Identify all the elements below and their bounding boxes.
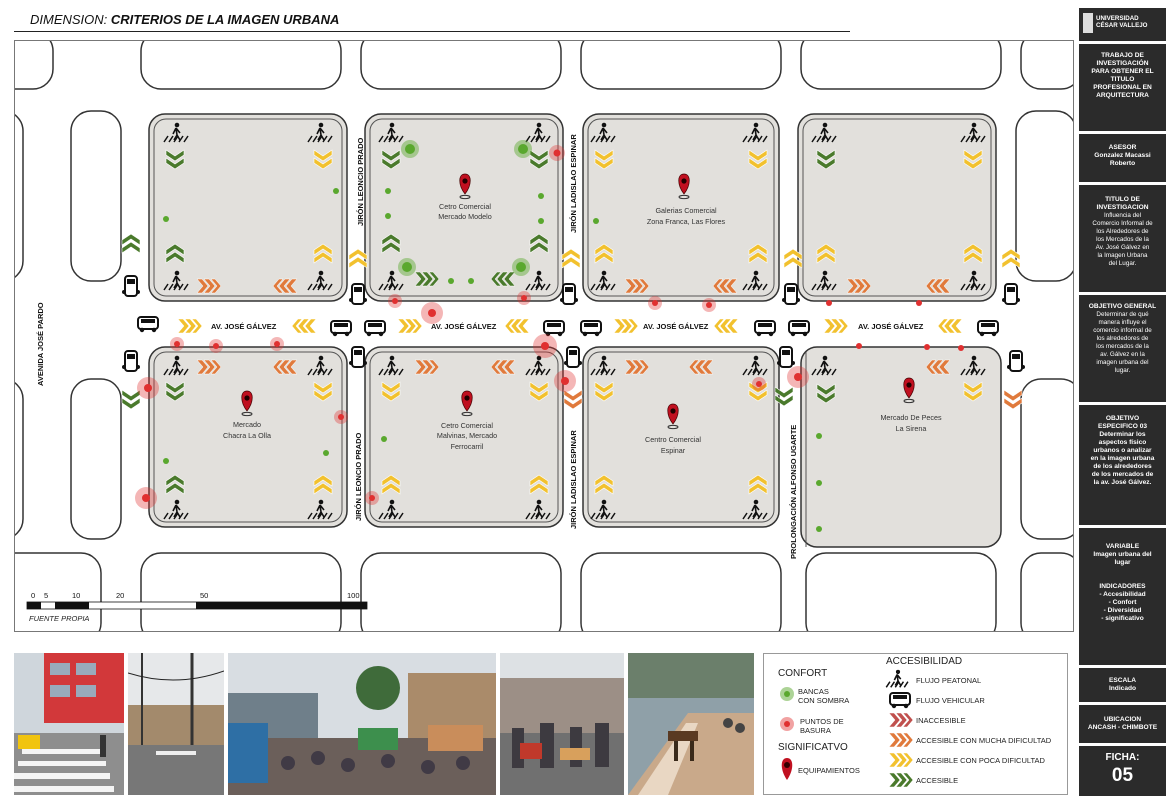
market-label: Galerias Comercial xyxy=(655,206,717,215)
map-pin-icon xyxy=(781,758,793,780)
legend-equip-label: EQUIPAMIENTOS xyxy=(798,766,860,775)
street-photo xyxy=(500,653,624,795)
title-prefix: DIMENSION: xyxy=(30,12,111,27)
scale-bar: 0 5 10 20 50 100 FUENTE PROPIA xyxy=(26,591,368,623)
legend-much-label: ACCESIBLE CON MUCHA DIFICULTAD xyxy=(916,736,1052,745)
scale-tick: 100 xyxy=(347,591,360,600)
bench-icon xyxy=(780,687,794,701)
market-label: Mercado De Peces xyxy=(880,413,942,422)
street-label-ugarte: PROLONGACIÓN ALFONSO UGARTE xyxy=(789,425,798,559)
market-label: Centro Comercial xyxy=(645,435,701,444)
legend-inacc-label: INACCESIBLE xyxy=(916,716,966,725)
street-photo xyxy=(128,653,224,795)
chevron-much-difficulty-icon xyxy=(888,732,914,748)
street-label-galvez: AV. JOSÉ GÁLVEZ xyxy=(211,322,277,331)
scale-tick: 5 xyxy=(44,591,48,600)
market-label: Cetro Comercial xyxy=(439,202,491,211)
scale-tick: 20 xyxy=(116,591,124,600)
market-label: Chacra La Olla xyxy=(223,431,271,440)
market-label: Ferrocarril xyxy=(451,442,484,451)
street-label-galvez: AV. JOSÉ GÁLVEZ xyxy=(643,322,709,331)
street-labels: AV. JOSÉ GÁLVEZ AV. JOSÉ GÁLVEZ AV. JOSÉ… xyxy=(36,134,924,559)
market-label: Espinar xyxy=(661,446,686,455)
street-label-espinar: JIRÓN LADISLAO ESPINAR xyxy=(569,430,578,529)
legend-veh-label: FLUJO VEHICULAR xyxy=(916,696,985,705)
legend-access-title: ACCESIBILIDAD xyxy=(886,656,963,667)
market-label: Malvinas, Mercado xyxy=(437,431,497,440)
scale-tick: 10 xyxy=(72,591,80,600)
street-label-galvez: AV. JOSÉ GÁLVEZ xyxy=(431,322,497,331)
bus-icon xyxy=(889,692,911,709)
map-canvas: Cetro Comercial Mercado Modelo Galerias … xyxy=(0,30,1082,644)
street-label-espinar: JIRÓN LADISLAO ESPINAR xyxy=(569,134,578,233)
page-title: DIMENSION: CRITERIOS DE LA IMAGEN URBANA xyxy=(30,12,339,27)
market-labels: Cetro Comercial Mercado Modelo Galerias … xyxy=(223,202,942,455)
market-label: Zona Franca, Las Flores xyxy=(647,217,726,226)
legend-little-label: ACCESIBLE CON POCA DIFICULTAD xyxy=(916,756,1045,765)
scale-tick: 0 xyxy=(31,591,35,600)
street-photo xyxy=(628,653,754,795)
street-label-pardo: AVENIDA JOSÉ PARDO xyxy=(36,302,45,386)
scale-tick: 50 xyxy=(200,591,208,600)
street-photo xyxy=(228,653,496,795)
legend-ped-label: FLUJO PEATONAL xyxy=(916,676,982,685)
street-photo xyxy=(14,653,124,795)
market-label: Mercado xyxy=(233,420,261,429)
trash-points xyxy=(135,145,964,509)
market-label: Mercado Modelo xyxy=(438,212,492,221)
sidebar-ficha: FICHA: 05 xyxy=(1079,746,1166,796)
chevron-inaccessible-icon xyxy=(888,712,914,728)
legend-acc-label: ACCESIBLE xyxy=(916,776,959,785)
street-label-galvez: AV. JOSÉ GÁLVEZ xyxy=(858,322,924,331)
title-underline xyxy=(14,31,850,32)
title-main: CRITERIOS DE LA IMAGEN URBANA xyxy=(110,12,340,27)
university-logo-icon xyxy=(1083,13,1093,33)
bench-points xyxy=(163,140,822,532)
source-note: FUENTE PROPIA xyxy=(29,614,89,623)
chevron-accessible-icon xyxy=(888,772,914,788)
street-label-prado: JIRÓN LEONCIO PRADO xyxy=(354,432,363,521)
market-label: Cetro Comercial xyxy=(441,421,493,430)
pedestrian-icon xyxy=(885,669,909,688)
chevron-little-difficulty-icon xyxy=(888,752,914,768)
urban-map: Cetro Comercial Mercado Modelo Galerias … xyxy=(0,30,1082,644)
legend-confort-title: CONFORT xyxy=(778,668,828,679)
market-label: La Sirena xyxy=(896,424,927,433)
trash-icon xyxy=(780,717,794,731)
legend-signif-title: SIGNIFICATVO xyxy=(778,742,848,753)
street-label-prado: JIRÓN LEONCIO PRADO xyxy=(356,137,365,226)
